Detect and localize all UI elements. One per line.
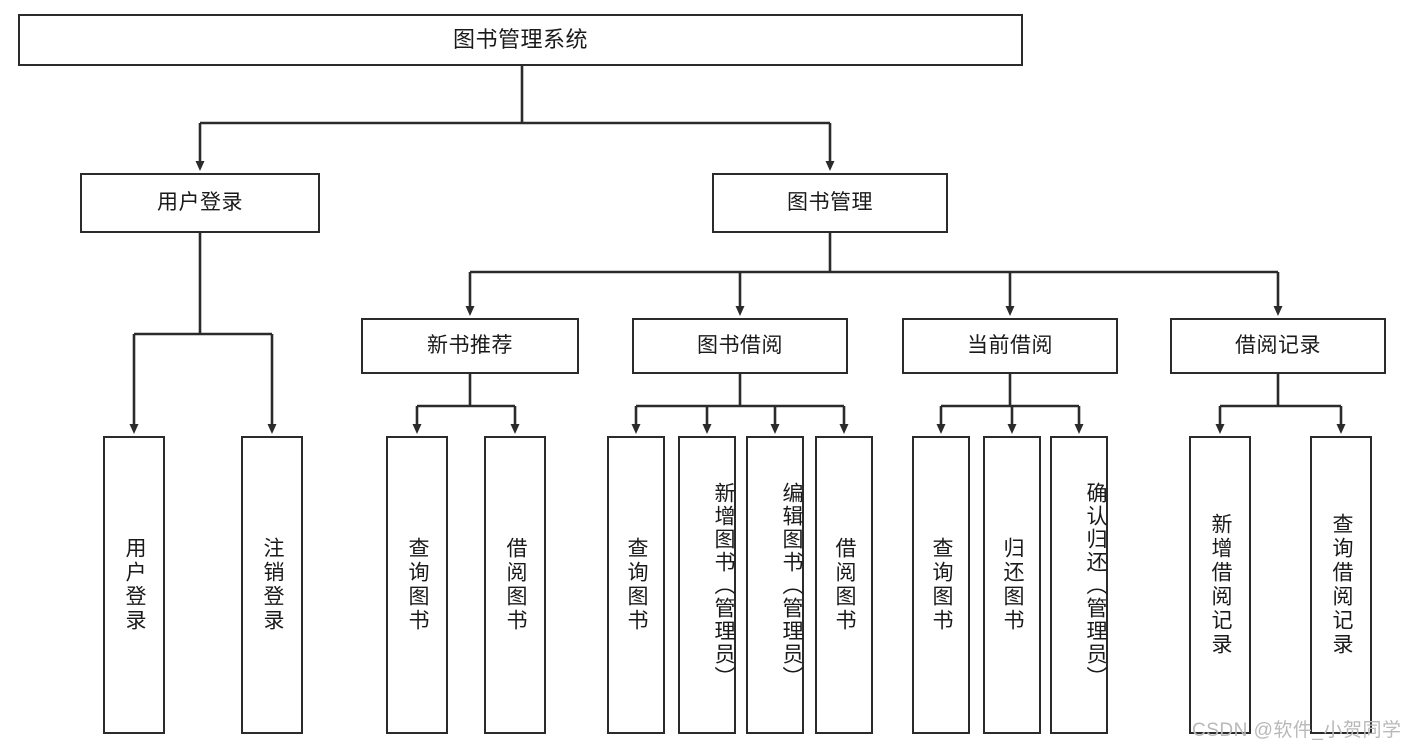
node-leaf-confirm-return-admin[interactable]: 确认归还（管理员）: [1050, 436, 1108, 734]
node-leaf-query-book-rec[interactable]: 查询图书: [386, 436, 448, 734]
node-book-manage[interactable]: 图书管理: [712, 173, 948, 233]
node-borrow-record[interactable]: 借阅记录: [1170, 318, 1386, 374]
node-leaf-add-book-admin[interactable]: 新增图书（管理员）: [678, 436, 736, 734]
node-leaf-borrow-book[interactable]: 借阅图书: [815, 436, 873, 734]
node-leaf-user-login[interactable]: 用户登录: [103, 436, 165, 734]
node-leaf-query-borrow-record[interactable]: 查询借阅记录: [1310, 436, 1372, 734]
node-new-book-recommend[interactable]: 新书推荐: [361, 318, 579, 374]
node-leaf-borrow-book-rec[interactable]: 借阅图书: [484, 436, 546, 734]
node-user-login[interactable]: 用户登录: [80, 173, 320, 233]
node-leaf-add-borrow-record[interactable]: 新增借阅记录: [1189, 436, 1251, 734]
node-root[interactable]: 图书管理系统: [18, 14, 1023, 66]
node-leaf-return-book[interactable]: 归还图书: [983, 436, 1041, 734]
node-leaf-user-logout[interactable]: 注销登录: [241, 436, 303, 734]
node-leaf-edit-book-admin[interactable]: 编辑图书（管理员）: [746, 436, 804, 734]
node-book-borrow[interactable]: 图书借阅: [632, 318, 848, 374]
node-leaf-query-book-borrow[interactable]: 查询图书: [607, 436, 665, 734]
node-leaf-query-book-cur[interactable]: 查询图书: [912, 436, 970, 734]
node-current-borrow[interactable]: 当前借阅: [902, 318, 1118, 374]
